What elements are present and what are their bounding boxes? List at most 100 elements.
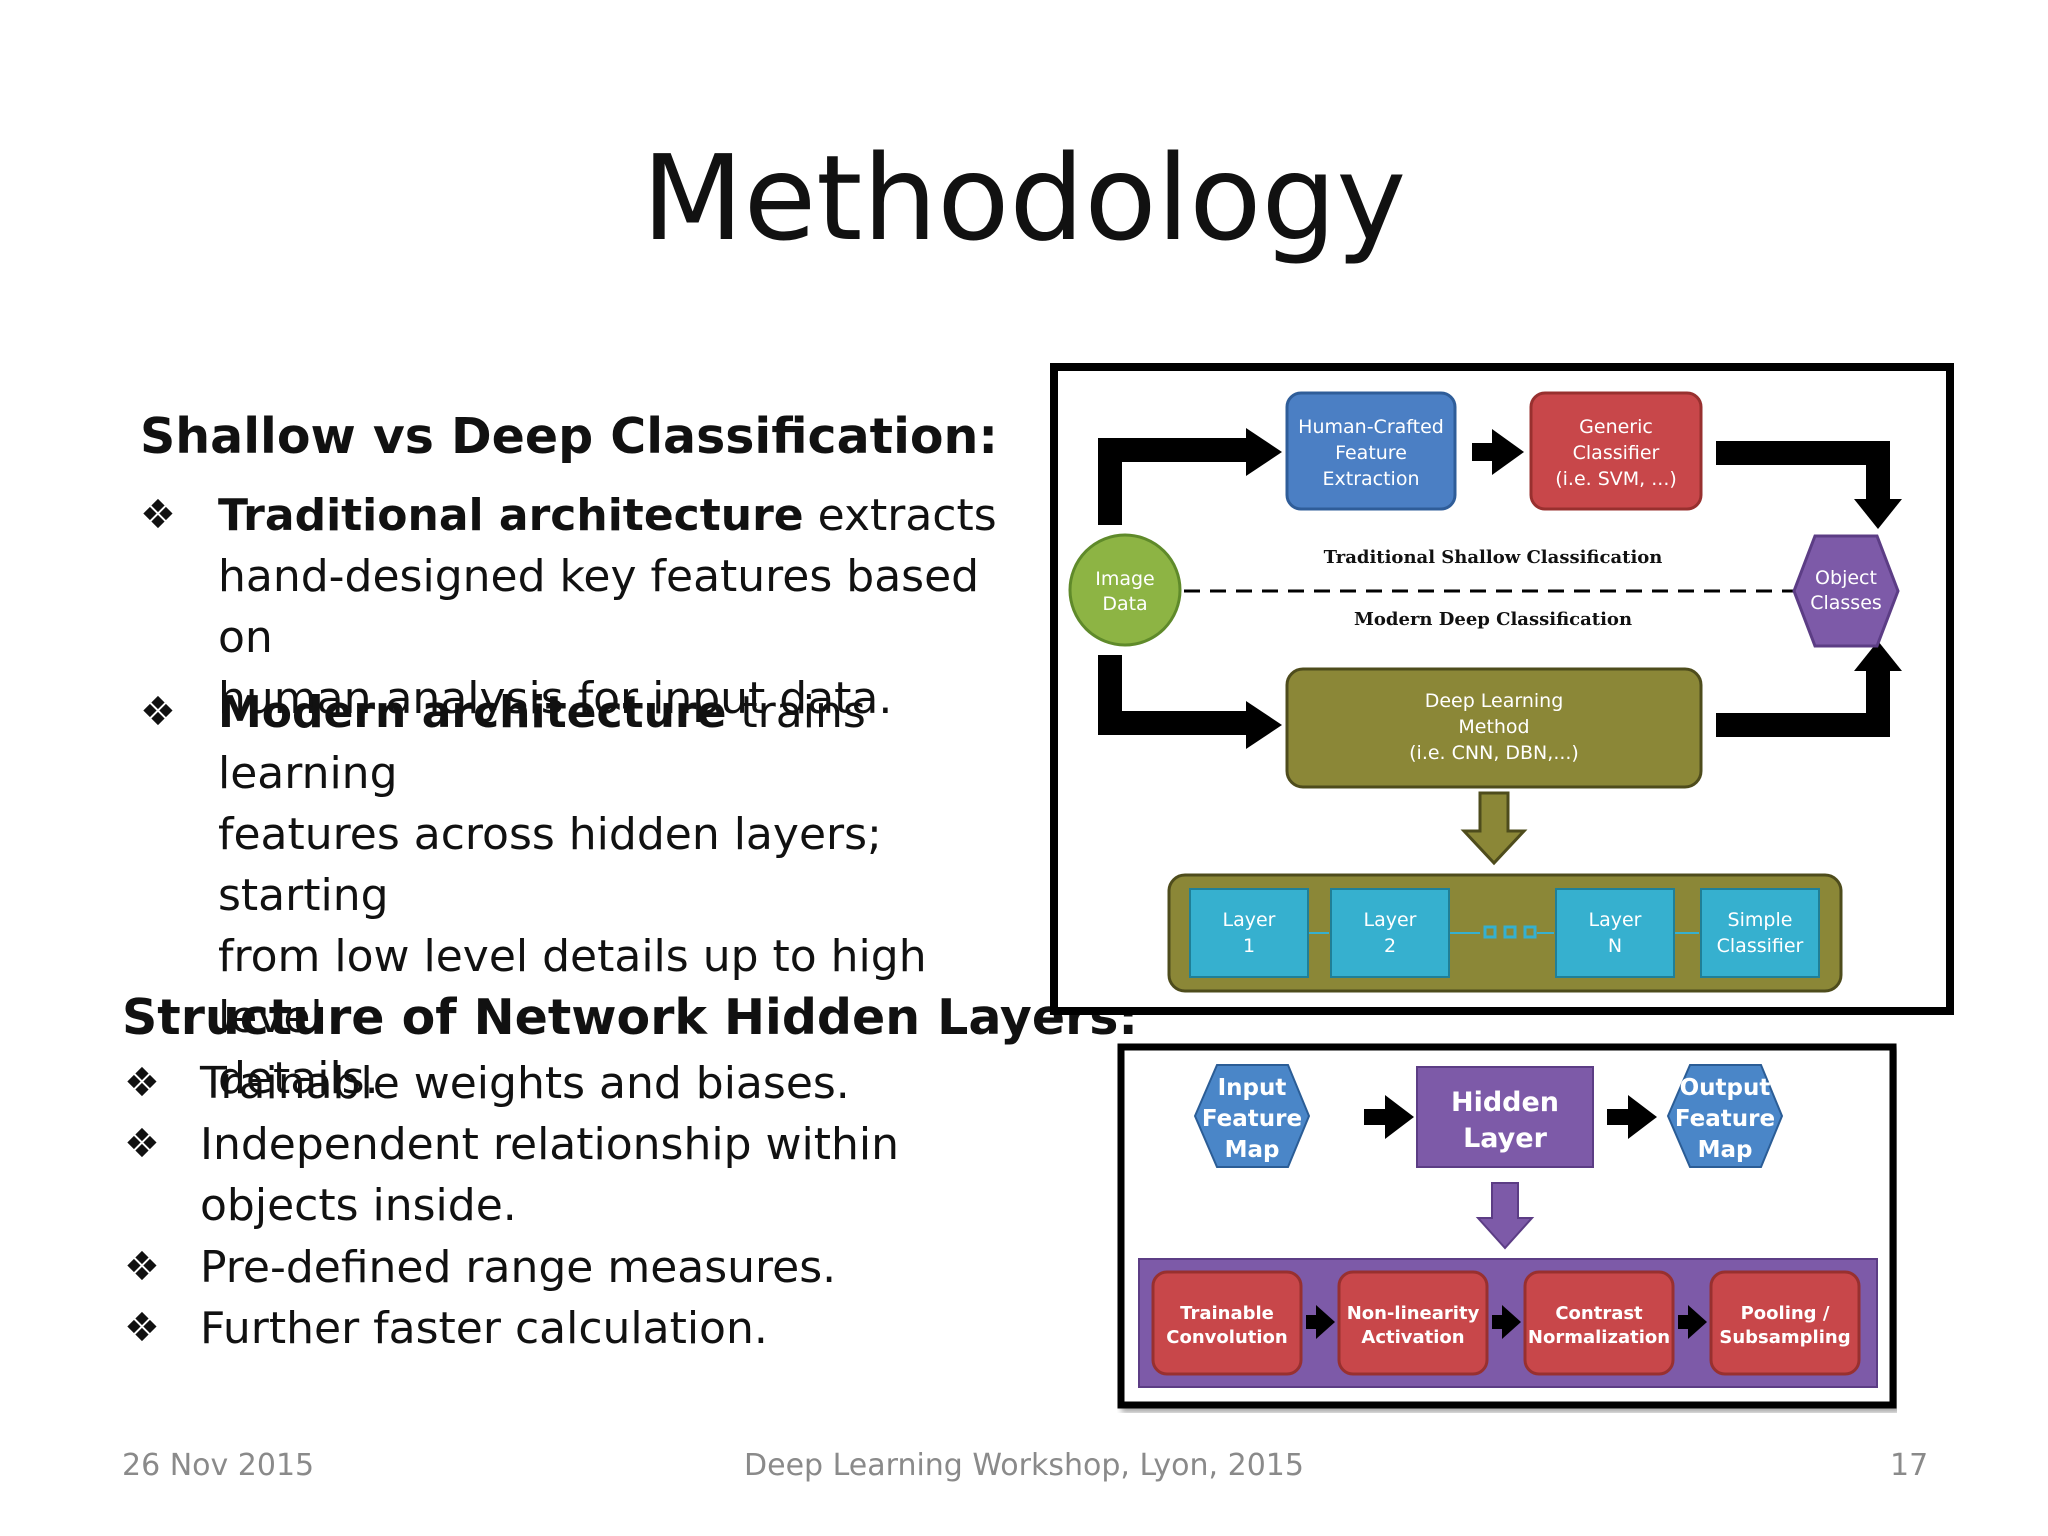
bullet-bold-term: Modern architecture [218, 687, 727, 738]
bullet-diamond-icon: ❖ [140, 492, 176, 538]
arrow-shaft [1472, 443, 1494, 461]
arrow-shaft [1678, 1315, 1690, 1329]
node-label: Trainable [1180, 1303, 1274, 1324]
node-label: Feature [1675, 1106, 1775, 1132]
label-modern-deep: Modern Deep Classification [1354, 609, 1632, 630]
node-trainable-convolution [1151, 1270, 1303, 1376]
bullet-text: extracts [803, 490, 997, 541]
bullet-independent-relationship: ❖ Independent relationship within object… [124, 1114, 1024, 1236]
node-label: Hidden [1451, 1087, 1559, 1118]
node-label: Convolution [1166, 1327, 1287, 1348]
node-label: Contrast [1555, 1303, 1643, 1324]
node-generic-classifier [1529, 391, 1703, 511]
bullet-diamond-icon: ❖ [124, 1305, 160, 1351]
bullet-trainable-weights: ❖ Trainable weights and biases. [124, 1053, 1024, 1114]
bullet-faster-calculation: ❖ Further faster calculation. [124, 1298, 1024, 1359]
bullet-bold-term: Traditional architecture [218, 490, 804, 541]
node-image-data [1068, 533, 1182, 647]
bullet-text: hand-designed key features based on [218, 551, 980, 663]
arrow-head [1246, 428, 1282, 476]
node-layer-n [1555, 888, 1675, 978]
arrow-head [1854, 499, 1902, 529]
node-label: Layer [1463, 1123, 1548, 1154]
arrow-elbow-bottom-right [1716, 668, 1890, 737]
node-label: Image [1095, 568, 1155, 590]
node-label: 2 [1384, 935, 1396, 957]
node-label: Non-linearity [1347, 1303, 1480, 1324]
ellipsis-dot [1483, 925, 1497, 939]
arrow-head [1492, 429, 1524, 475]
node-label: Classifier [1573, 442, 1660, 464]
section-heading-hidden-layers: Structure of Network Hidden Layers: [122, 989, 1139, 1046]
node-layer-2 [1330, 888, 1450, 978]
node-deep-learning-method [1285, 667, 1703, 789]
node-label: Data [1102, 593, 1147, 615]
node-layer-1 [1189, 888, 1309, 978]
bullet-text: Trainable weights and biases. [200, 1058, 850, 1109]
node-label: Feature [1335, 442, 1407, 464]
arrow-elbow-top-left [1098, 438, 1250, 525]
label-traditional-shallow: Traditional Shallow Classification [1324, 547, 1663, 568]
bullet-diamond-icon: ❖ [124, 1244, 160, 1290]
node-pooling-subsampling [1709, 1270, 1861, 1376]
bullet-modern: ❖ Modern architecture trains learning fe… [140, 682, 1020, 1104]
bullet-range-measures: ❖ Pre-defined range measures. [124, 1237, 1024, 1298]
bullet-diamond-icon: ❖ [124, 1060, 160, 1106]
node-human-crafted-features [1285, 391, 1457, 511]
bullet-diamond-icon: ❖ [140, 689, 176, 735]
arrow-head [1316, 1305, 1335, 1339]
arrow-head [1246, 701, 1282, 749]
node-label: Pooling / [1741, 1303, 1830, 1324]
bullet-traditional: ❖ Traditional architecture extracts hand… [140, 485, 1020, 724]
node-label: Map [1698, 1137, 1753, 1163]
bullet-text: Pre-defined range measures. [200, 1242, 837, 1293]
node-object-classes [1792, 534, 1900, 648]
node-label: Subsampling [1719, 1327, 1850, 1348]
footer-date: 26 Nov 2015 [122, 1448, 315, 1483]
arrow-head [1688, 1305, 1707, 1339]
arrow-down-olive [1460, 791, 1528, 866]
node-label: Layer [1364, 909, 1417, 931]
node-label: Activation [1361, 1327, 1464, 1348]
arrow-elbow-top-right [1716, 441, 1890, 503]
node-simple-classifier [1700, 888, 1820, 978]
node-label: Feature [1202, 1106, 1302, 1132]
node-label: Layer [1589, 909, 1642, 931]
bullet-diamond-icon: ❖ [124, 1121, 160, 1167]
node-label: (i.e. CNN, DBN,...) [1409, 742, 1579, 764]
section-heading-shallow-vs-deep: Shallow vs Deep Classification: [140, 408, 999, 465]
footer-page-number: 17 [1890, 1448, 1929, 1483]
bullet-text: Further faster calculation. [200, 1303, 768, 1354]
node-label: Map [1225, 1137, 1280, 1163]
arrow-head [1628, 1095, 1657, 1139]
arrow-elbow-bottom-left [1098, 655, 1250, 735]
diagram-hidden-layer: Input Feature Map Hidden Layer Output Fe… [1117, 1043, 1897, 1409]
arrow-shaft [1607, 1109, 1629, 1125]
node-label: Extraction [1323, 468, 1420, 490]
bullet-text: trains learning [218, 687, 866, 799]
node-label: Normalization [1528, 1327, 1670, 1348]
ellipsis-dot [1523, 925, 1537, 939]
node-input-feature-map [1193, 1064, 1311, 1168]
node-label: 1 [1243, 935, 1255, 957]
node-label: Input [1218, 1075, 1287, 1101]
node-label: Object [1815, 567, 1877, 589]
bullet-text: features across hidden layers; starting [218, 809, 882, 921]
bullet-text: details. [218, 1053, 379, 1104]
node-label: Simple [1728, 909, 1793, 931]
bullet-text: objects inside. [200, 1180, 517, 1231]
ellipsis-dot [1503, 925, 1517, 939]
node-hidden-layer [1416, 1066, 1594, 1168]
node-contrast-normalization [1523, 1270, 1675, 1376]
node-label: Classifier [1717, 935, 1804, 957]
figure-hidden-layer-structure: Input Feature Map Hidden Layer Output Fe… [1117, 1043, 1897, 1413]
footer-event: Deep Learning Workshop, Lyon, 2015 [744, 1448, 1304, 1483]
bullet-text: Independent relationship within [200, 1119, 899, 1170]
bullet-text: human analysis for input data. [218, 673, 893, 724]
node-label: Output [1680, 1075, 1771, 1101]
figure-shallow-vs-deep: Image Data Human-Crafted Feature Extract… [1050, 363, 1954, 1015]
bullet-text: from low level details up to high level [218, 931, 927, 1043]
arrow-down-purple [1475, 1182, 1535, 1250]
arrow-shaft [1306, 1315, 1318, 1329]
diagram-shallow-vs-deep: Image Data Human-Crafted Feature Extract… [1050, 363, 1954, 1015]
